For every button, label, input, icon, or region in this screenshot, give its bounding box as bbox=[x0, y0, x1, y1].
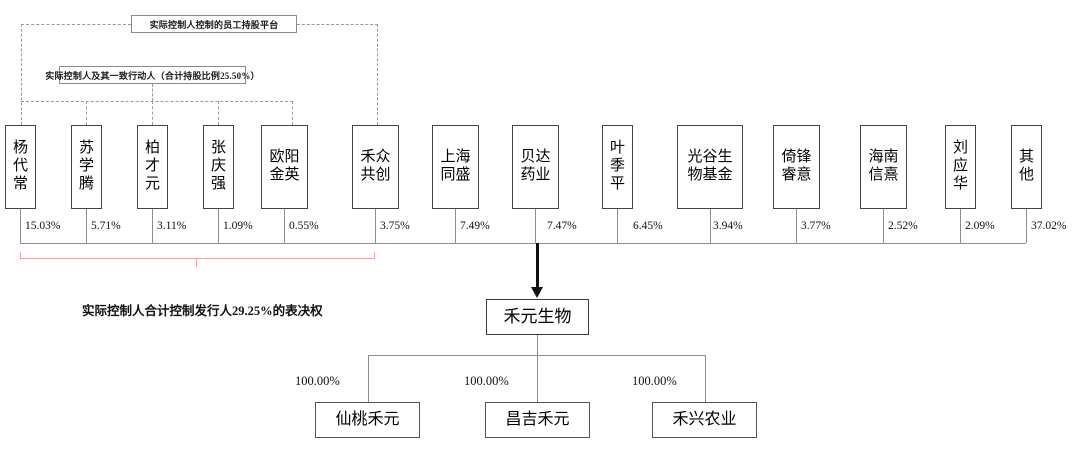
dashed-esop-right-arm bbox=[297, 24, 378, 25]
subsidiary-changji-heyuan-label: 昌吉禾元 bbox=[505, 411, 570, 429]
shareholder-betta-pharma-label: 贝达 药业 bbox=[520, 149, 551, 183]
stem-ouyang-jinying bbox=[284, 209, 285, 243]
pct-zhang-qingqiang: 1.09% bbox=[223, 220, 253, 232]
shareholder-guanggu-bio-fund[interactable]: 光谷生 物基金 bbox=[677, 125, 743, 209]
shareholder-su-xueteng-label: 苏 学 腾 bbox=[78, 140, 94, 192]
stem-changji-heyuan bbox=[537, 355, 539, 402]
dashed-controller-stem bbox=[152, 84, 153, 101]
pct-su-xueteng: 5.71% bbox=[91, 220, 121, 232]
control-brace-right-tip bbox=[374, 252, 376, 259]
pct-hezhong-gongchuang: 3.75% bbox=[380, 220, 410, 232]
subsidiary-xiantao-heyuan-label: 仙桃禾元 bbox=[335, 411, 400, 429]
shareholder-liu-yinghua-label: 刘 应 华 bbox=[952, 140, 968, 192]
stem-hexing-agri bbox=[705, 355, 707, 402]
dashed-drop-su bbox=[86, 101, 87, 125]
stem-hainan-xinxi bbox=[883, 209, 884, 243]
shareholder-hainan-xinxi[interactable]: 海南 信熹 bbox=[860, 125, 907, 209]
stem-zhang-qingqiang bbox=[218, 209, 219, 243]
subsidiary-changji-heyuan[interactable]: 昌吉禾元 bbox=[485, 402, 590, 438]
shareholder-hezhong-gongchuang-label: 禾众 共创 bbox=[360, 149, 391, 183]
banner-esop-platform-label: 实际控制人控制的员工持股平台 bbox=[149, 19, 279, 30]
control-brace-left-tip bbox=[20, 252, 22, 259]
pct-xiantao-heyuan: 100.00% bbox=[295, 374, 340, 388]
shareholder-shanghai-tongsheng-label: 上海 同盛 bbox=[440, 149, 471, 183]
banner-actual-controller-group-label: 实际控制人及其一致行动人（合计持股比例25.50%） bbox=[45, 70, 260, 81]
shareholder-hezhong-gongchuang[interactable]: 禾众 共创 bbox=[352, 125, 399, 209]
shareholder-yifeng-ruiyi[interactable]: 倚锋 睿意 bbox=[773, 125, 820, 209]
pct-yang-daichang: 15.03% bbox=[25, 220, 61, 232]
issuer-label: 禾元生物 bbox=[503, 307, 572, 327]
shareholder-zhang-qingqiang[interactable]: 张 庆 强 bbox=[203, 125, 234, 209]
pct-others: 37.02% bbox=[1031, 220, 1067, 232]
pct-betta-pharma: 7.47% bbox=[547, 220, 577, 232]
issuer-heyuan-biology[interactable]: 禾元生物 bbox=[486, 299, 589, 335]
pct-changji-heyuan: 100.00% bbox=[464, 374, 509, 388]
pct-ouyang-jinying: 0.55% bbox=[289, 220, 319, 232]
shareholder-guanggu-bio-fund-label: 光谷生 物基金 bbox=[687, 149, 733, 183]
pct-hexing-agri: 100.00% bbox=[632, 374, 677, 388]
pct-bai-caiyuan: 3.11% bbox=[157, 220, 187, 232]
dashed-controller-bus bbox=[21, 101, 293, 102]
stem-ye-jiping bbox=[617, 209, 618, 243]
issuer-arrow-head bbox=[531, 287, 543, 298]
banner-actual-controller-group: 实际控制人及其一致行动人（合计持股比例25.50%） bbox=[45, 66, 260, 84]
shareholder-yang-daichang-label: 杨 代 常 bbox=[12, 140, 28, 192]
stem-shanghai-tongsheng bbox=[455, 209, 456, 243]
shareholder-liu-yinghua[interactable]: 刘 应 华 bbox=[945, 125, 976, 209]
shareholder-su-xueteng[interactable]: 苏 学 腾 bbox=[71, 125, 102, 209]
shareholder-ouyang-jinying[interactable]: 欧阳 金英 bbox=[261, 125, 308, 209]
pct-shanghai-tongsheng: 7.49% bbox=[460, 220, 490, 232]
stem-su-xueteng bbox=[86, 209, 87, 243]
shareholder-zhang-qingqiang-label: 张 庆 强 bbox=[210, 140, 226, 192]
shareholder-yifeng-ruiyi-label: 倚锋 睿意 bbox=[781, 149, 812, 183]
shareholder-ye-jiping[interactable]: 叶 季 平 bbox=[602, 125, 633, 209]
pct-guanggu-bio-fund: 3.94% bbox=[713, 220, 743, 232]
control-brace-center-tip bbox=[196, 258, 198, 267]
subsidiary-hexing-agri-label: 禾兴农业 bbox=[672, 411, 737, 429]
dashed-drop-ouyang bbox=[292, 101, 293, 125]
control-note: 实际控制人合计控制发行人29.25%的表决权 bbox=[82, 304, 323, 318]
stem-bai-caiyuan bbox=[152, 209, 153, 243]
dashed-drop-bai bbox=[152, 101, 153, 125]
shareholder-bus-line bbox=[20, 243, 1026, 244]
pct-liu-yinghua: 2.09% bbox=[965, 220, 995, 232]
banner-esop-platform: 实际控制人控制的员工持股平台 bbox=[131, 15, 297, 33]
issuer-down-stem bbox=[537, 335, 539, 355]
shareholder-ouyang-jinying-label: 欧阳 金英 bbox=[269, 149, 300, 183]
shareholder-ye-jiping-label: 叶 季 平 bbox=[609, 140, 625, 192]
pct-yifeng-ruiyi: 3.77% bbox=[801, 220, 831, 232]
shareholder-shanghai-tongsheng[interactable]: 上海 同盛 bbox=[432, 125, 479, 209]
pct-ye-jiping: 6.45% bbox=[633, 220, 663, 232]
stem-guanggu-bio-fund bbox=[710, 209, 711, 243]
shareholder-betta-pharma[interactable]: 贝达 药业 bbox=[512, 125, 559, 209]
shareholder-others[interactable]: 其 他 bbox=[1011, 125, 1042, 209]
shareholder-bai-caiyuan-label: 柏 才 元 bbox=[144, 140, 160, 192]
shareholder-others-label: 其 他 bbox=[1018, 149, 1034, 183]
stem-liu-yinghua bbox=[960, 209, 961, 243]
issuer-arrow-stem bbox=[536, 243, 539, 288]
pct-hainan-xinxi: 2.52% bbox=[888, 220, 918, 232]
subsidiary-hexing-agri[interactable]: 禾兴农业 bbox=[652, 402, 757, 438]
dashed-esop-left-drop bbox=[21, 24, 22, 125]
dashed-drop-zhang bbox=[218, 101, 219, 125]
stem-yifeng-ruiyi bbox=[796, 209, 797, 243]
stem-xiantao-heyuan bbox=[368, 355, 370, 402]
stem-hezhong-gongchuang bbox=[375, 209, 376, 243]
shareholder-hainan-xinxi-label: 海南 信熹 bbox=[868, 149, 899, 183]
dashed-esop-right-drop bbox=[377, 24, 378, 125]
stem-others bbox=[1026, 209, 1027, 243]
dashed-esop-left-arm bbox=[21, 24, 131, 25]
stem-betta-pharma bbox=[535, 209, 536, 243]
stem-yang-daichang bbox=[20, 209, 21, 243]
control-brace-left-arm bbox=[20, 258, 198, 260]
shareholder-yang-daichang[interactable]: 杨 代 常 bbox=[5, 125, 36, 209]
control-brace-right-arm bbox=[198, 258, 375, 260]
subsidiary-xiantao-heyuan[interactable]: 仙桃禾元 bbox=[315, 402, 420, 438]
shareholder-bai-caiyuan[interactable]: 柏 才 元 bbox=[137, 125, 168, 209]
